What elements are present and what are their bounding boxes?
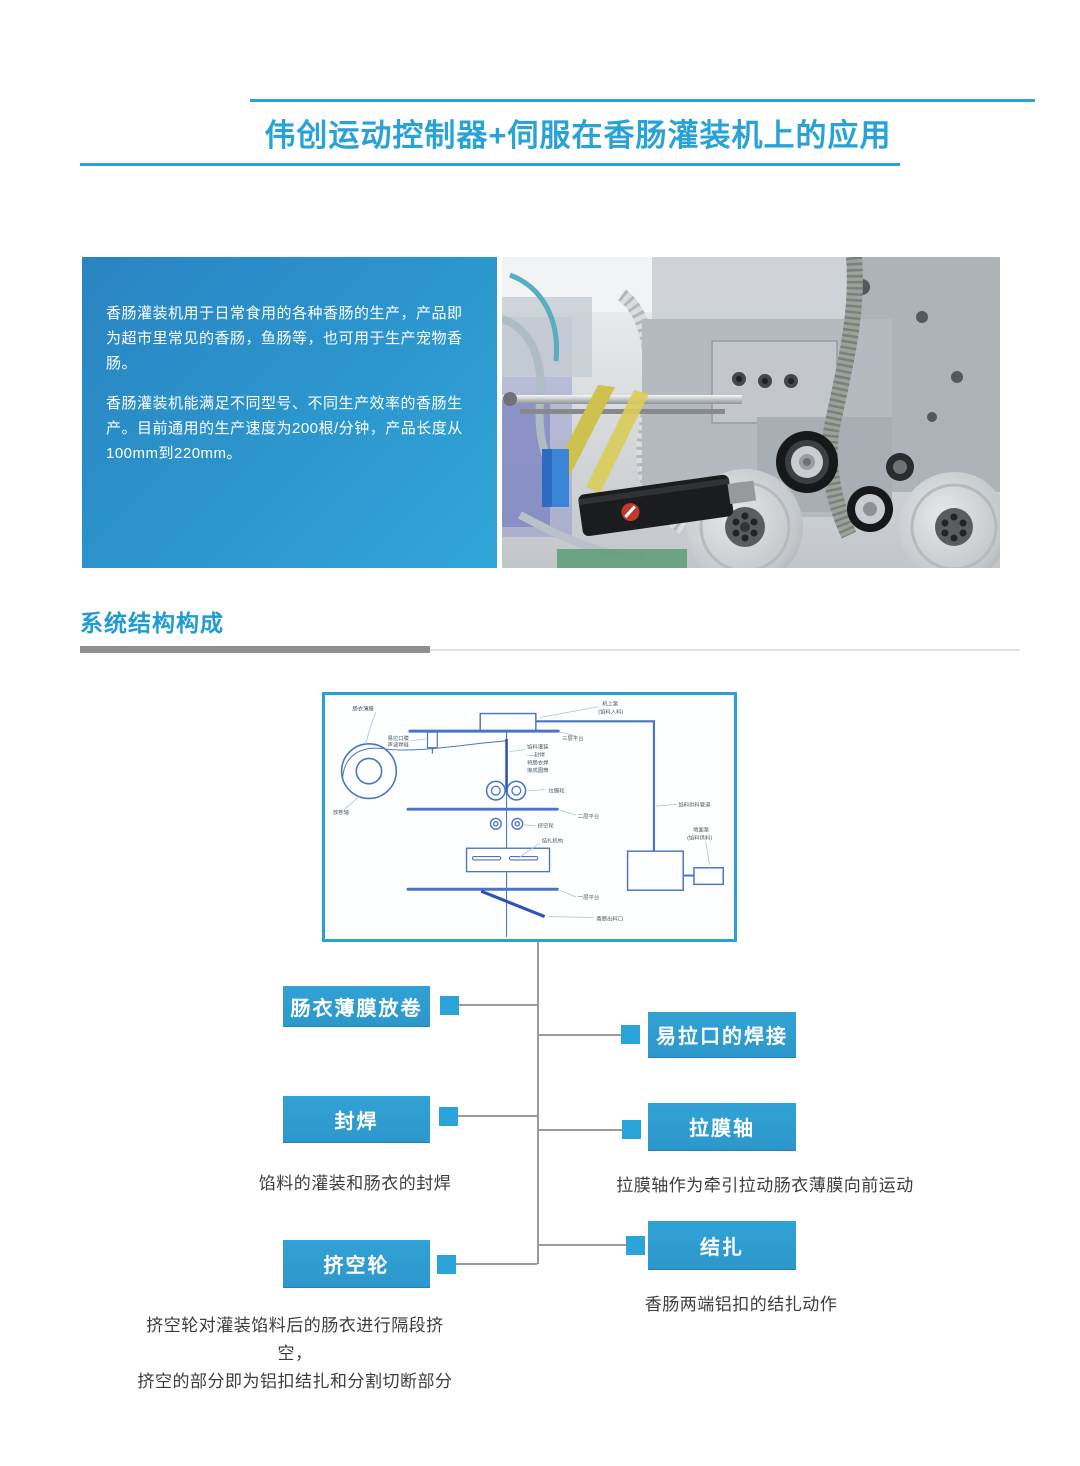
intro-panel: 香肠灌装机用于日常食用的各种香肠的生产，产品即为超市里常见的香肠，鱼肠等，也可用…	[82, 257, 497, 568]
flow-connector-line	[459, 1004, 537, 1006]
system-diagram: 肠衣薄膜 易拉口膜 声波焊缝 放卷轴 机上泵 (馅料入料) 三层平台 馅料灌装 …	[322, 692, 737, 942]
flow-connector-line	[456, 1263, 537, 1265]
flow-box-seal-weld: 封焊	[283, 1096, 430, 1142]
diagram-label-ultrasonic-weld: 声波焊缝	[387, 741, 409, 749]
flow-box-label: 拉膜轴	[689, 1118, 755, 1140]
flow-box-label: 挤空轮	[323, 1255, 390, 1277]
title-underline	[80, 163, 900, 166]
top-rule	[250, 99, 1035, 102]
flow-connector-square	[439, 1107, 458, 1126]
caption-film-shaft: 拉膜轴作为牵引拉动肠衣薄膜向前运动	[616, 1176, 914, 1195]
caption-squeeze-line2: 挤空的部分即为铝扣结扎和分割切断部分	[137, 1372, 453, 1391]
flow-connector-square	[626, 1236, 645, 1255]
flow-box-tying: 结扎	[648, 1221, 796, 1269]
flow-connector-square	[437, 1255, 456, 1274]
caption-squeeze-line1: 挤空轮对灌装馅料后的肠衣进行隔段挤空，	[146, 1316, 444, 1363]
machine-photo	[502, 257, 1000, 568]
flow-connector-line	[539, 1034, 621, 1036]
diagram-label-outlet: 香肠出料口	[596, 914, 623, 922]
diagram-label-into-tube: 接成圆筒	[527, 766, 549, 774]
flow-box-easy-pull-weld: 易拉口的焊接	[648, 1012, 796, 1057]
intro-paragraph-1: 香肠灌装机用于日常食用的各种香肠的生产，产品即为超市里常见的香肠，鱼肠等，也可用…	[106, 305, 463, 372]
flow-box-label: 肠衣薄膜放卷	[290, 997, 423, 1020]
section-underline-light	[80, 649, 1020, 651]
diagram-label-ground-pump: 地面泵	[693, 826, 710, 834]
flow-connector-square	[621, 1025, 640, 1044]
diagram-label-platform2: 二层平台	[578, 812, 599, 820]
intro-paragraph-2: 香肠灌装机能满足不同型号、不同生产效率的香肠生产。目前通用的生产速度为200根/…	[106, 395, 463, 462]
caption-tying: 香肠两端铝扣的结扎动作	[644, 1295, 838, 1314]
diagram-label-top-pump: 机上泵	[602, 700, 619, 708]
diagram-label-seal-weld: ----封焊	[527, 750, 545, 758]
diagram-label-platform1: 一层平台	[578, 893, 599, 901]
diagram-label-squeeze-wheel: 挤空轮	[538, 822, 555, 830]
flow-box-squeeze-wheel: 挤空轮	[283, 1240, 430, 1287]
diagram-label-ground-pump-sub: (馅料供料)	[687, 833, 712, 841]
diagram-label-film-pull-wheel: 拉膜轮	[549, 787, 566, 795]
system-diagram-drawing: 肠衣薄膜 易拉口膜 声波焊缝 放卷轴 机上泵 (馅料入料) 三层平台 馅料灌装 …	[333, 700, 724, 938]
diagram-label-easy-pull-film: 易拉口膜	[387, 734, 409, 742]
flow-box-label: 封焊	[334, 1110, 379, 1133]
flow-connector-line	[458, 1115, 537, 1117]
diagram-label-weld-casing: 将肠衣焊	[527, 758, 549, 766]
diagram-label-casing-film: 肠衣薄膜	[352, 705, 374, 713]
diagram-label-filling: 馅料灌装	[527, 743, 549, 751]
caption-squeeze: 挤空轮对灌装馅料后的肠衣进行隔段挤空， 挤空的部分即为铝扣结扎和分割切断部分	[130, 1312, 460, 1396]
page-title: 伟创运动控制器+伺服在香肠灌装机上的应用	[264, 118, 892, 153]
flow-connector-line	[539, 1244, 626, 1246]
flow-box-label: 易拉口的焊接	[656, 1026, 788, 1048]
diagram-label-supply-pipe: 馅料供料管道	[678, 800, 711, 808]
diagram-label-top-pump-sub: (馅料入料)	[598, 708, 623, 716]
flow-box-casing-film-unwind: 肠衣薄膜放卷	[283, 986, 430, 1026]
caption-sealing: 馅料的灌装和肠衣的封焊	[258, 1174, 452, 1193]
flow-box-label: 结扎	[700, 1236, 744, 1259]
section-underline-dark	[80, 646, 430, 653]
diagram-label-unwind-shaft: 放卷轴	[333, 808, 349, 816]
diagram-label-tying-mech: 结扎机构	[542, 836, 564, 844]
flow-connector-square	[440, 996, 459, 1015]
flowchart-trunk-line	[537, 942, 539, 1264]
flow-box-film-pull-shaft: 拉膜轴	[648, 1103, 796, 1150]
flow-connector-line	[539, 1129, 622, 1131]
diagram-label-platform3: 三层平台	[562, 734, 583, 742]
flow-connector-square	[622, 1120, 641, 1139]
section-title: 系统结构构成	[80, 610, 224, 636]
machine-photo-illustration	[502, 257, 1000, 568]
